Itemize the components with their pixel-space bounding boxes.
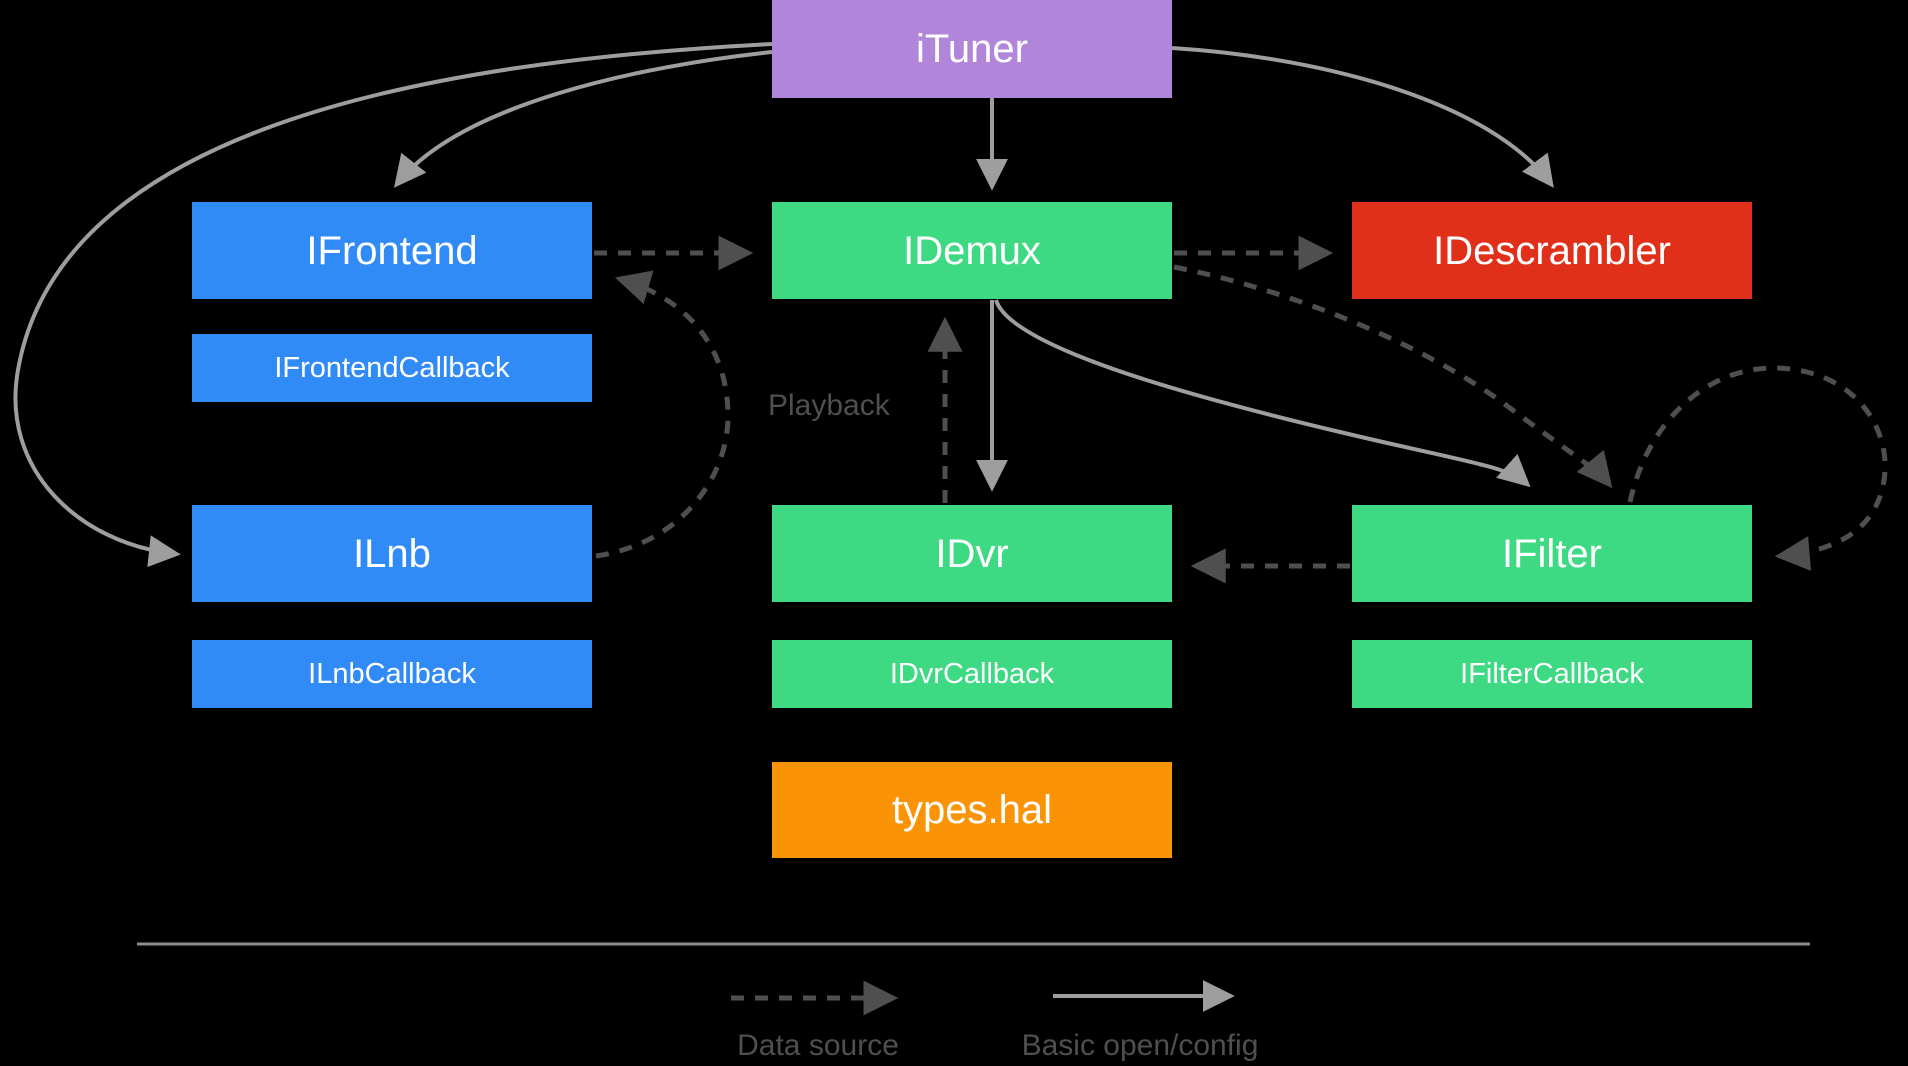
node-idvr: IDvr [772,505,1172,602]
edge-ituner-ilnb [13,42,773,568]
playback-edge-label: Playback [768,389,890,422]
edge-idemux-ifilter [994,299,1531,488]
edge-ilnb-ifrontend-data [595,270,731,559]
node-idemux: IDemux [772,202,1172,299]
node-types-hal: types.hal [772,762,1172,858]
node-ifrontend: IFrontend [192,202,592,299]
edge-ituner-idescrambler [1171,46,1554,188]
node-ifilter-callback: IFilterCallback [1352,640,1752,708]
node-idvr-callback: IDvrCallback [772,640,1172,708]
node-ifrontend-callback: IFrontendCallback [192,334,592,402]
node-ifilter: IFilter [1352,505,1752,602]
node-idescrambler: IDescrambler [1352,202,1752,299]
node-ituner: iTuner [772,0,1172,98]
node-ilnb: ILnb [192,505,592,602]
edge-idemux-ifilter-data [1173,264,1613,489]
legend-dashed-label: Data source [737,1029,899,1062]
legend-solid-label: Basic open/config [1021,1029,1259,1062]
edge-ituner-ifrontend [394,50,773,188]
node-ilnb-callback: ILnbCallback [192,640,592,708]
